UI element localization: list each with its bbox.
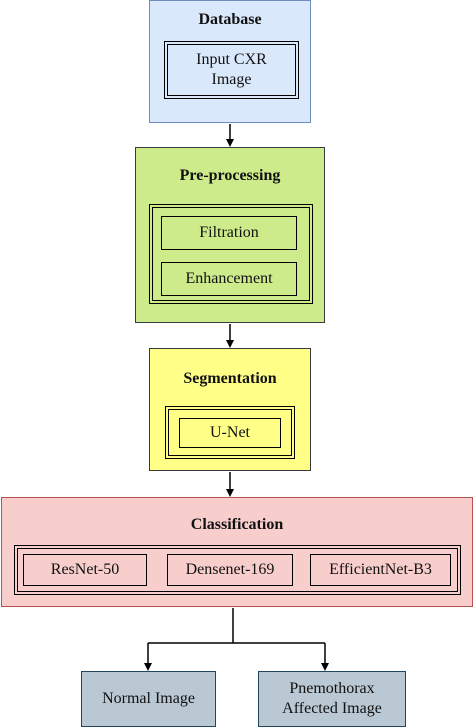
preprocessing-group: Filtration Enhancement [149, 204, 313, 304]
classification-group: ResNet-50 Densenet-169 EfficientNet-B3 [14, 545, 461, 595]
enhancement-step: Enhancement [161, 262, 297, 296]
database-title: Database [198, 11, 262, 28]
preprocessing-box: Pre-processing Filtration Enhancement [135, 147, 325, 323]
segmentation-title: Segmentation [183, 370, 277, 387]
efficientnet-b3-model: EfficientNet-B3 [310, 554, 451, 586]
input-cxr-image-line2: Image [211, 71, 252, 88]
segmentation-box: Segmentation U-Net [149, 348, 311, 471]
classification-title: Classification [190, 516, 284, 533]
pneumothorax-line2: Affected Image [282, 700, 382, 717]
unet-step: U-Net [179, 418, 281, 448]
classification-box: Classification ResNet-50 Densenet-169 Ef… [1, 497, 473, 607]
filtration-step: Filtration [161, 216, 297, 250]
segmentation-group: U-Net [165, 406, 295, 459]
input-cxr-image-line1: Input CXR [196, 51, 267, 68]
densenet-169-model: Densenet-169 [167, 554, 293, 586]
input-cxr-image-box: Input CXR Image [164, 41, 299, 99]
resnet-50-model: ResNet-50 [23, 554, 147, 586]
preprocessing-title: Pre-processing [179, 167, 281, 184]
database-box: Database Input CXR Image [149, 0, 311, 123]
normal-image-output: Normal Image [81, 671, 216, 727]
pneumothorax-image-output: Pnemothorax Affected Image [258, 671, 406, 727]
pneumothorax-line1: Pnemothorax [289, 680, 375, 697]
